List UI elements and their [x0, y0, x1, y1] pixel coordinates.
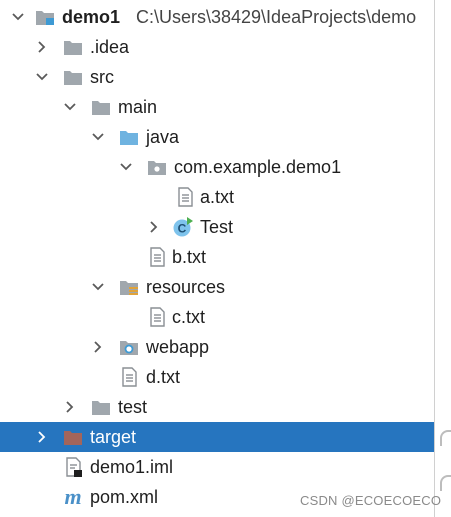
- folder-icon: [62, 36, 84, 58]
- chevron-right-icon[interactable]: [146, 219, 162, 235]
- resources-folder-icon: [118, 276, 140, 298]
- svg-text:C: C: [178, 222, 187, 236]
- node-label: target: [90, 427, 137, 447]
- text-file-icon: [146, 246, 168, 268]
- gutter-fold-mark: [440, 475, 451, 491]
- node-label: .idea: [90, 37, 130, 57]
- web-folder-icon: [118, 336, 140, 358]
- tree-node-d-txt[interactable]: d.txt: [0, 362, 434, 392]
- maven-pom-icon: m: [62, 486, 84, 508]
- node-label: com.example.demo1: [174, 157, 342, 177]
- chevron-down-icon[interactable]: [62, 99, 78, 115]
- node-label: pom.xml: [90, 487, 159, 507]
- tree-node-src[interactable]: src: [0, 62, 434, 92]
- node-label: webapp: [146, 337, 210, 357]
- source-root-folder-icon: [118, 126, 140, 148]
- node-label: d.txt: [146, 367, 181, 387]
- tree-node-resources[interactable]: resources: [0, 272, 434, 302]
- project-path: C:\Users\38429\IdeaProjects\demo: [136, 7, 417, 27]
- node-label: b.txt: [172, 247, 207, 267]
- chevron-down-icon[interactable]: [90, 129, 106, 145]
- tree-node-demo1[interactable]: demo1 C:\Users\38429\IdeaProjects\demo: [0, 2, 434, 32]
- chevron-down-icon[interactable]: [90, 279, 106, 295]
- tree-node-test[interactable]: test: [0, 392, 434, 422]
- folder-icon: [62, 66, 84, 88]
- text-file-icon: [146, 306, 168, 328]
- tree-node-iml[interactable]: demo1.iml: [0, 452, 434, 482]
- tree-node-a-txt[interactable]: a.txt: [0, 182, 434, 212]
- node-label: c.txt: [172, 307, 206, 327]
- node-label: Test: [200, 217, 234, 237]
- tree-node-java[interactable]: java: [0, 122, 434, 152]
- project-name: demo1: [62, 7, 121, 27]
- node-label: test: [118, 397, 148, 417]
- java-class-icon: C: [172, 216, 194, 238]
- chevron-down-icon[interactable]: [10, 9, 26, 25]
- tree-node-main[interactable]: main: [0, 92, 434, 122]
- folder-icon: [90, 96, 112, 118]
- package-icon: [146, 156, 168, 178]
- tree-node-target[interactable]: target: [0, 422, 434, 452]
- text-file-icon: [118, 366, 140, 388]
- iml-file-icon: [62, 456, 84, 478]
- tree-node-pom[interactable]: m pom.xml: [0, 482, 434, 512]
- node-label: main: [118, 97, 158, 117]
- node-label: src: [90, 67, 114, 87]
- node-label: resources: [146, 277, 226, 297]
- node-label: a.txt: [200, 187, 235, 207]
- chevron-down-icon[interactable]: [34, 69, 50, 85]
- svg-text:m: m: [64, 486, 81, 508]
- node-label: java: [146, 127, 180, 147]
- text-file-icon: [174, 186, 196, 208]
- excluded-folder-icon: [62, 426, 84, 448]
- tree-node-webapp[interactable]: webapp: [0, 332, 434, 362]
- tree-node-package[interactable]: com.example.demo1: [0, 152, 434, 182]
- tree-node-c-txt[interactable]: c.txt: [0, 302, 434, 332]
- watermark: CSDN @ECOECOECO: [300, 493, 442, 508]
- chevron-right-icon[interactable]: [90, 339, 106, 355]
- node-label: demo1.iml: [90, 457, 174, 477]
- tree-node-b-txt[interactable]: b.txt: [0, 242, 434, 272]
- panel-divider: [434, 0, 435, 517]
- gutter-fold-mark: [440, 430, 451, 446]
- tree-node-idea[interactable]: .idea: [0, 32, 434, 62]
- folder-icon: [90, 396, 112, 418]
- chevron-down-icon[interactable]: [118, 159, 134, 175]
- chevron-right-icon[interactable]: [62, 399, 78, 415]
- module-folder-icon: [34, 6, 56, 28]
- chevron-right-icon[interactable]: [34, 39, 50, 55]
- chevron-right-icon[interactable]: [34, 429, 50, 445]
- tree-node-test-class[interactable]: C Test: [0, 212, 434, 242]
